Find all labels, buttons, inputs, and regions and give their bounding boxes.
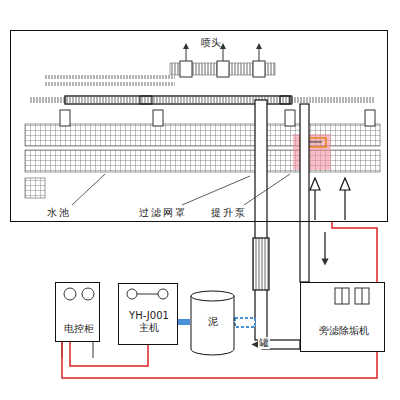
control-cabinet: 电控柜 (55, 282, 100, 342)
node-text: 喷头 (201, 37, 221, 49)
node-text: 提升泵 (211, 207, 247, 219)
node-text: 泥 (190, 316, 235, 328)
main-unit: YH-J001 主机 (118, 283, 178, 345)
node-text: 水池 (47, 207, 71, 219)
water-tank: 喷头水池 过滤网罩 提升泵 (10, 30, 388, 222)
spray-rows (30, 75, 375, 104)
knobs (62, 288, 369, 358)
node-text: 旁滤除垢机 (301, 325, 386, 337)
pipes (253, 100, 350, 349)
blue-pipe (235, 318, 255, 327)
mud-tank: 泥 (190, 290, 235, 356)
wire-connector (178, 319, 190, 325)
node-text: YH-J001 主机 (124, 310, 174, 334)
node-text: 过滤网罩 (139, 207, 187, 219)
part-label: 罐 (258, 337, 270, 349)
wire-connector (332, 222, 377, 282)
leader-lines (72, 174, 290, 205)
nozzles (170, 46, 275, 77)
fill-grid (25, 110, 380, 198)
node-text: 电控柜 (56, 323, 101, 335)
wire-connector (70, 342, 148, 366)
descaler: 旁滤除垢机 (300, 282, 385, 352)
